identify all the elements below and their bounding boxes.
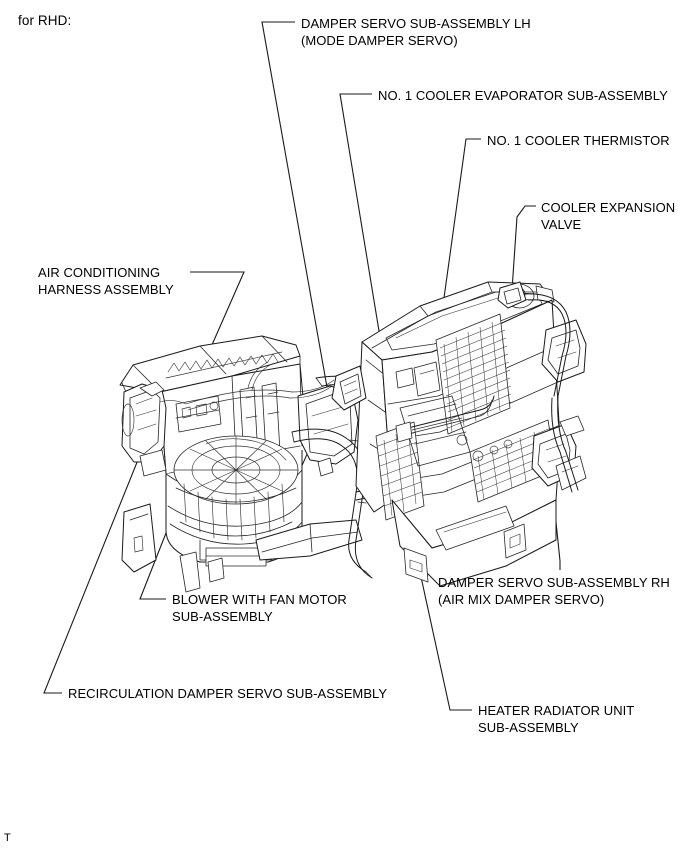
callout-blower-with-fan-motor: BLOWER WITH FAN MOTOR SUB-ASSEMBLY [172,592,347,625]
damper-servo-rh-part [531,415,585,487]
leader-damper-servo-rh [548,453,561,570]
blower-assembly-art [119,335,363,593]
callout-heater-radiator-unit-line2: SUB-ASSEMBLY [478,719,579,735]
callout-blower-with-fan-motor-line1: BLOWER WITH FAN MOTOR [172,592,347,607]
callout-heater-radiator-unit-line1: HEATER RADIATOR UNIT [478,703,635,718]
leader-cooler-thermistor [425,138,481,429]
callout-recirculation-damper-servo: RECIRCULATION DAMPER SERVO SUB-ASSEMBLY [68,686,387,703]
cooler-expansion-valve-part [497,281,527,309]
variant-note: for RHD: [18,13,72,28]
air-conditioning-harness-art [159,361,335,461]
leader-blower-fan-motor [139,456,197,600]
connecting-ducts-and-hoses [291,375,399,579]
callout-damper-servo-rh-line1: DAMPER SERVO SUB-ASSEMBLY RH [438,575,670,590]
leader-cooler-evaporator [339,93,393,411]
callout-blower-with-fan-motor-line2: SUB-ASSEMBLY [172,608,273,624]
callout-cooler-thermistor: NO. 1 COOLER THERMISTOR [487,133,670,150]
callout-damper-servo-rh: DAMPER SERVO SUB-ASSEMBLY RH (AIR MIX DA… [438,575,670,608]
callout-air-conditioning-harness-line1: AIR CONDITIONING [38,265,161,280]
callout-damper-servo-rh-line2: (AIR MIX DAMPER SERVO) [438,591,605,607]
callout-damper-servo-lh: DAMPER SERVO SUB-ASSEMBLY LH (MODE DAMPE… [301,16,531,49]
callout-damper-servo-lh-line2: (MODE DAMPER SERVO) [301,32,458,48]
callout-cooler-thermistor-line1: NO. 1 COOLER THERMISTOR [487,133,670,148]
callout-recirculation-damper-servo-line1: RECIRCULATION DAMPER SERVO SUB-ASSEMBLY [68,686,388,701]
page-footer-mark: T [4,832,11,844]
callout-air-conditioning-harness: AIR CONDITIONING HARNESS ASSEMBLY [38,265,174,298]
callout-cooler-expansion-valve-line1: COOLER EXPANSION [541,200,676,215]
callout-cooler-expansion-valve-line2: VALVE [541,216,582,232]
callout-cooler-evaporator: NO. 1 COOLER EVAPORATOR SUB-ASSEMBLY [378,88,668,105]
heater-and-cooling-unit-art [331,281,587,587]
leader-heater-radiator-unit [405,507,472,711]
callout-damper-servo-lh-line1: DAMPER SERVO SUB-ASSEMBLY LH [301,16,531,31]
leader-recirculation-damper-servo [43,439,147,694]
callout-cooler-expansion-valve: COOLER EXPANSION VALVE [541,200,675,233]
leader-damper-servo-lh [261,21,331,405]
leader-cooler-expansion-valve [511,205,536,291]
callout-air-conditioning-harness-line2: HARNESS ASSEMBLY [38,281,174,297]
callout-heater-radiator-unit: HEATER RADIATOR UNIT SUB-ASSEMBLY [478,703,634,736]
callout-cooler-evaporator-line1: NO. 1 COOLER EVAPORATOR SUB-ASSEMBLY [378,88,668,103]
leader-air-conditioning-harness [185,271,245,405]
